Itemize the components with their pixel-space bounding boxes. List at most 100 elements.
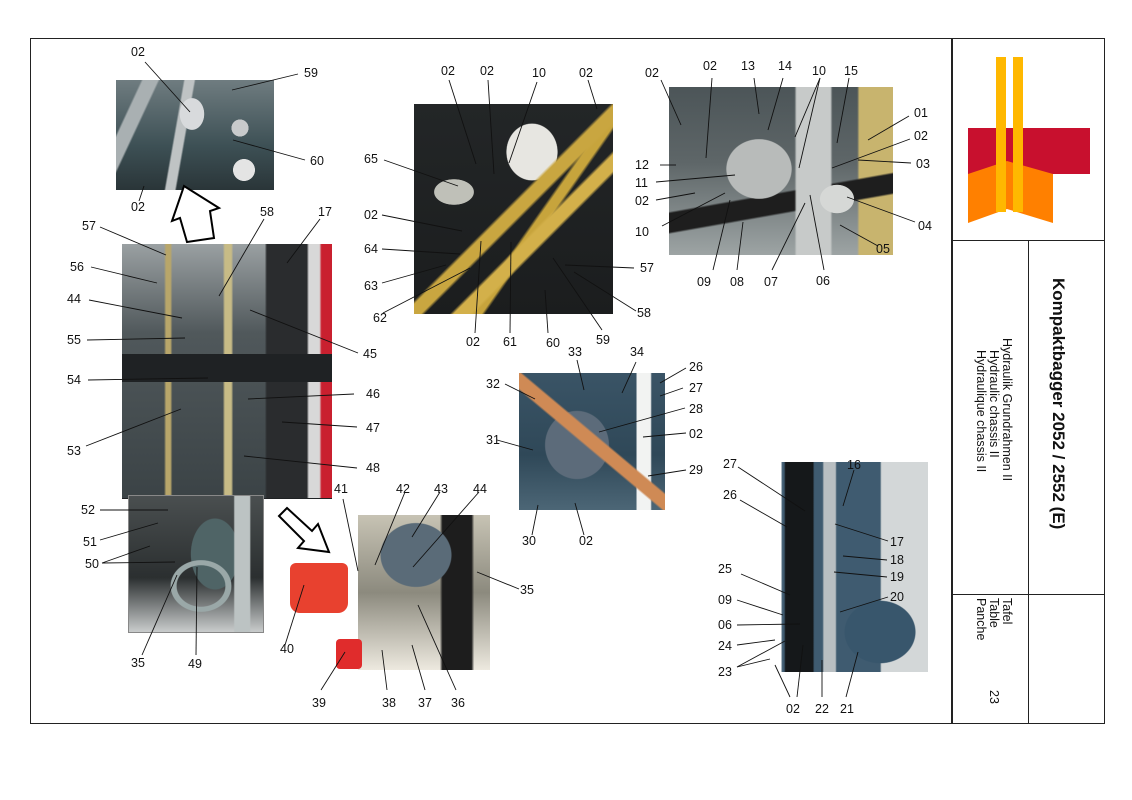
callout-label: 02 (131, 45, 145, 59)
callout-label: 44 (67, 292, 81, 306)
callout-label: 27 (723, 457, 737, 471)
callout-label: 38 (382, 696, 396, 710)
callout-label: 17 (890, 535, 904, 549)
photo-quick-coupler (358, 515, 490, 670)
callout-label: 61 (503, 335, 517, 349)
callout-label: 48 (366, 461, 380, 475)
callout-label: 02 (441, 64, 455, 78)
photo-left-valve-block (122, 244, 332, 499)
callout-label: 63 (364, 279, 378, 293)
callout-label: 59 (596, 333, 610, 347)
callout-label: 29 (689, 463, 703, 477)
callout-label: 15 (844, 64, 858, 78)
callout-label: 40 (280, 642, 294, 656)
photo-quick-coupler-cap (290, 555, 362, 675)
callout-label: 60 (546, 336, 560, 350)
callout-label: 02 (579, 66, 593, 80)
callout-label: 64 (364, 242, 378, 256)
callout-label: 02 (480, 64, 494, 78)
callout-label: 10 (635, 225, 649, 239)
callout-label: 10 (812, 64, 826, 78)
callout-label: 18 (890, 553, 904, 567)
callout-label: 42 (396, 482, 410, 496)
title-text: Kompaktbagger 2052 / 2552 (E) (1049, 278, 1068, 530)
callout-label: 26 (689, 360, 703, 374)
callout-label: 12 (635, 158, 649, 172)
callout-label: 22 (815, 702, 829, 716)
subtitle-en: Hydraulic chassis II (987, 350, 1001, 458)
callout-label: 14 (778, 59, 792, 73)
callout-label: 06 (718, 618, 732, 632)
red-coupler-plug (336, 639, 362, 669)
callout-label: 02 (131, 200, 145, 214)
callout-label: 59 (304, 66, 318, 80)
callout-label: 23 (718, 665, 732, 679)
callout-label: 09 (718, 593, 732, 607)
callout-label: 03 (916, 157, 930, 171)
callout-label: 30 (522, 534, 536, 548)
drawing-frame (30, 38, 1105, 724)
callout-label: 02 (703, 59, 717, 73)
callout-label: 05 (876, 242, 890, 256)
callout-label: 35 (131, 656, 145, 670)
callout-label: 58 (260, 205, 274, 219)
callout-label: 04 (918, 219, 932, 233)
callout-label: 20 (890, 590, 904, 604)
callout-label: 02 (786, 702, 800, 716)
callout-label: 34 (630, 345, 644, 359)
photo-bottom-right-cylinder (768, 462, 928, 672)
callout-label: 57 (82, 219, 96, 233)
callout-label: 21 (840, 702, 854, 716)
callout-label: 43 (434, 482, 448, 496)
callout-label: 45 (363, 347, 377, 361)
callout-label: 16 (847, 458, 861, 472)
callout-label: 39 (312, 696, 326, 710)
callout-label: 24 (718, 639, 732, 653)
photo-bottom-left-pump (128, 495, 264, 633)
photo-center-top-pipes (414, 104, 613, 314)
callout-label: 65 (364, 152, 378, 166)
callout-label: 25 (718, 562, 732, 576)
callout-label: 08 (730, 275, 744, 289)
callout-label: 02 (914, 129, 928, 143)
callout-label: 02 (645, 66, 659, 80)
callout-label: 02 (466, 335, 480, 349)
subtitle-de: Hydraulik Grundrahmen II (1000, 338, 1014, 482)
callout-label: 46 (366, 387, 380, 401)
callout-label: 57 (640, 261, 654, 275)
photo-top-right-manifold (669, 87, 893, 255)
callout-label: 02 (635, 194, 649, 208)
callout-label: 55 (67, 333, 81, 347)
callout-label: 37 (418, 696, 432, 710)
callout-label: 60 (310, 154, 324, 168)
callout-label: 56 (70, 260, 84, 274)
company-logo (968, 57, 1090, 223)
callout-label: 41 (334, 482, 348, 496)
plate-label-de: Tafel (1000, 598, 1014, 625)
callout-label: 11 (635, 176, 648, 190)
callout-label: 53 (67, 444, 81, 458)
callout-label: 28 (689, 402, 703, 416)
callout-label: 52 (81, 503, 95, 517)
callout-label: 02 (579, 534, 593, 548)
callout-label: 33 (568, 345, 582, 359)
callout-label: 54 (67, 373, 81, 387)
callout-label: 35 (520, 583, 534, 597)
callout-label: 58 (637, 306, 651, 320)
plate-label-fr: Panche (974, 598, 988, 641)
plate-number: 23 (987, 690, 1001, 704)
callout-label: 26 (723, 488, 737, 502)
callout-label: 31 (486, 433, 500, 447)
callout-label: 07 (764, 275, 778, 289)
callout-label: 19 (890, 570, 904, 584)
title-column-divider (1028, 240, 1030, 724)
callout-label: 36 (451, 696, 465, 710)
callout-label: 09 (697, 275, 711, 289)
callout-label: 01 (914, 106, 928, 120)
callout-label: 62 (373, 311, 387, 325)
subtitle-fr: Hydraulique chassis II (974, 350, 988, 473)
callout-label: 47 (366, 421, 380, 435)
callout-label: 02 (364, 208, 378, 222)
callout-label: 49 (188, 657, 202, 671)
callout-label: 10 (532, 66, 546, 80)
